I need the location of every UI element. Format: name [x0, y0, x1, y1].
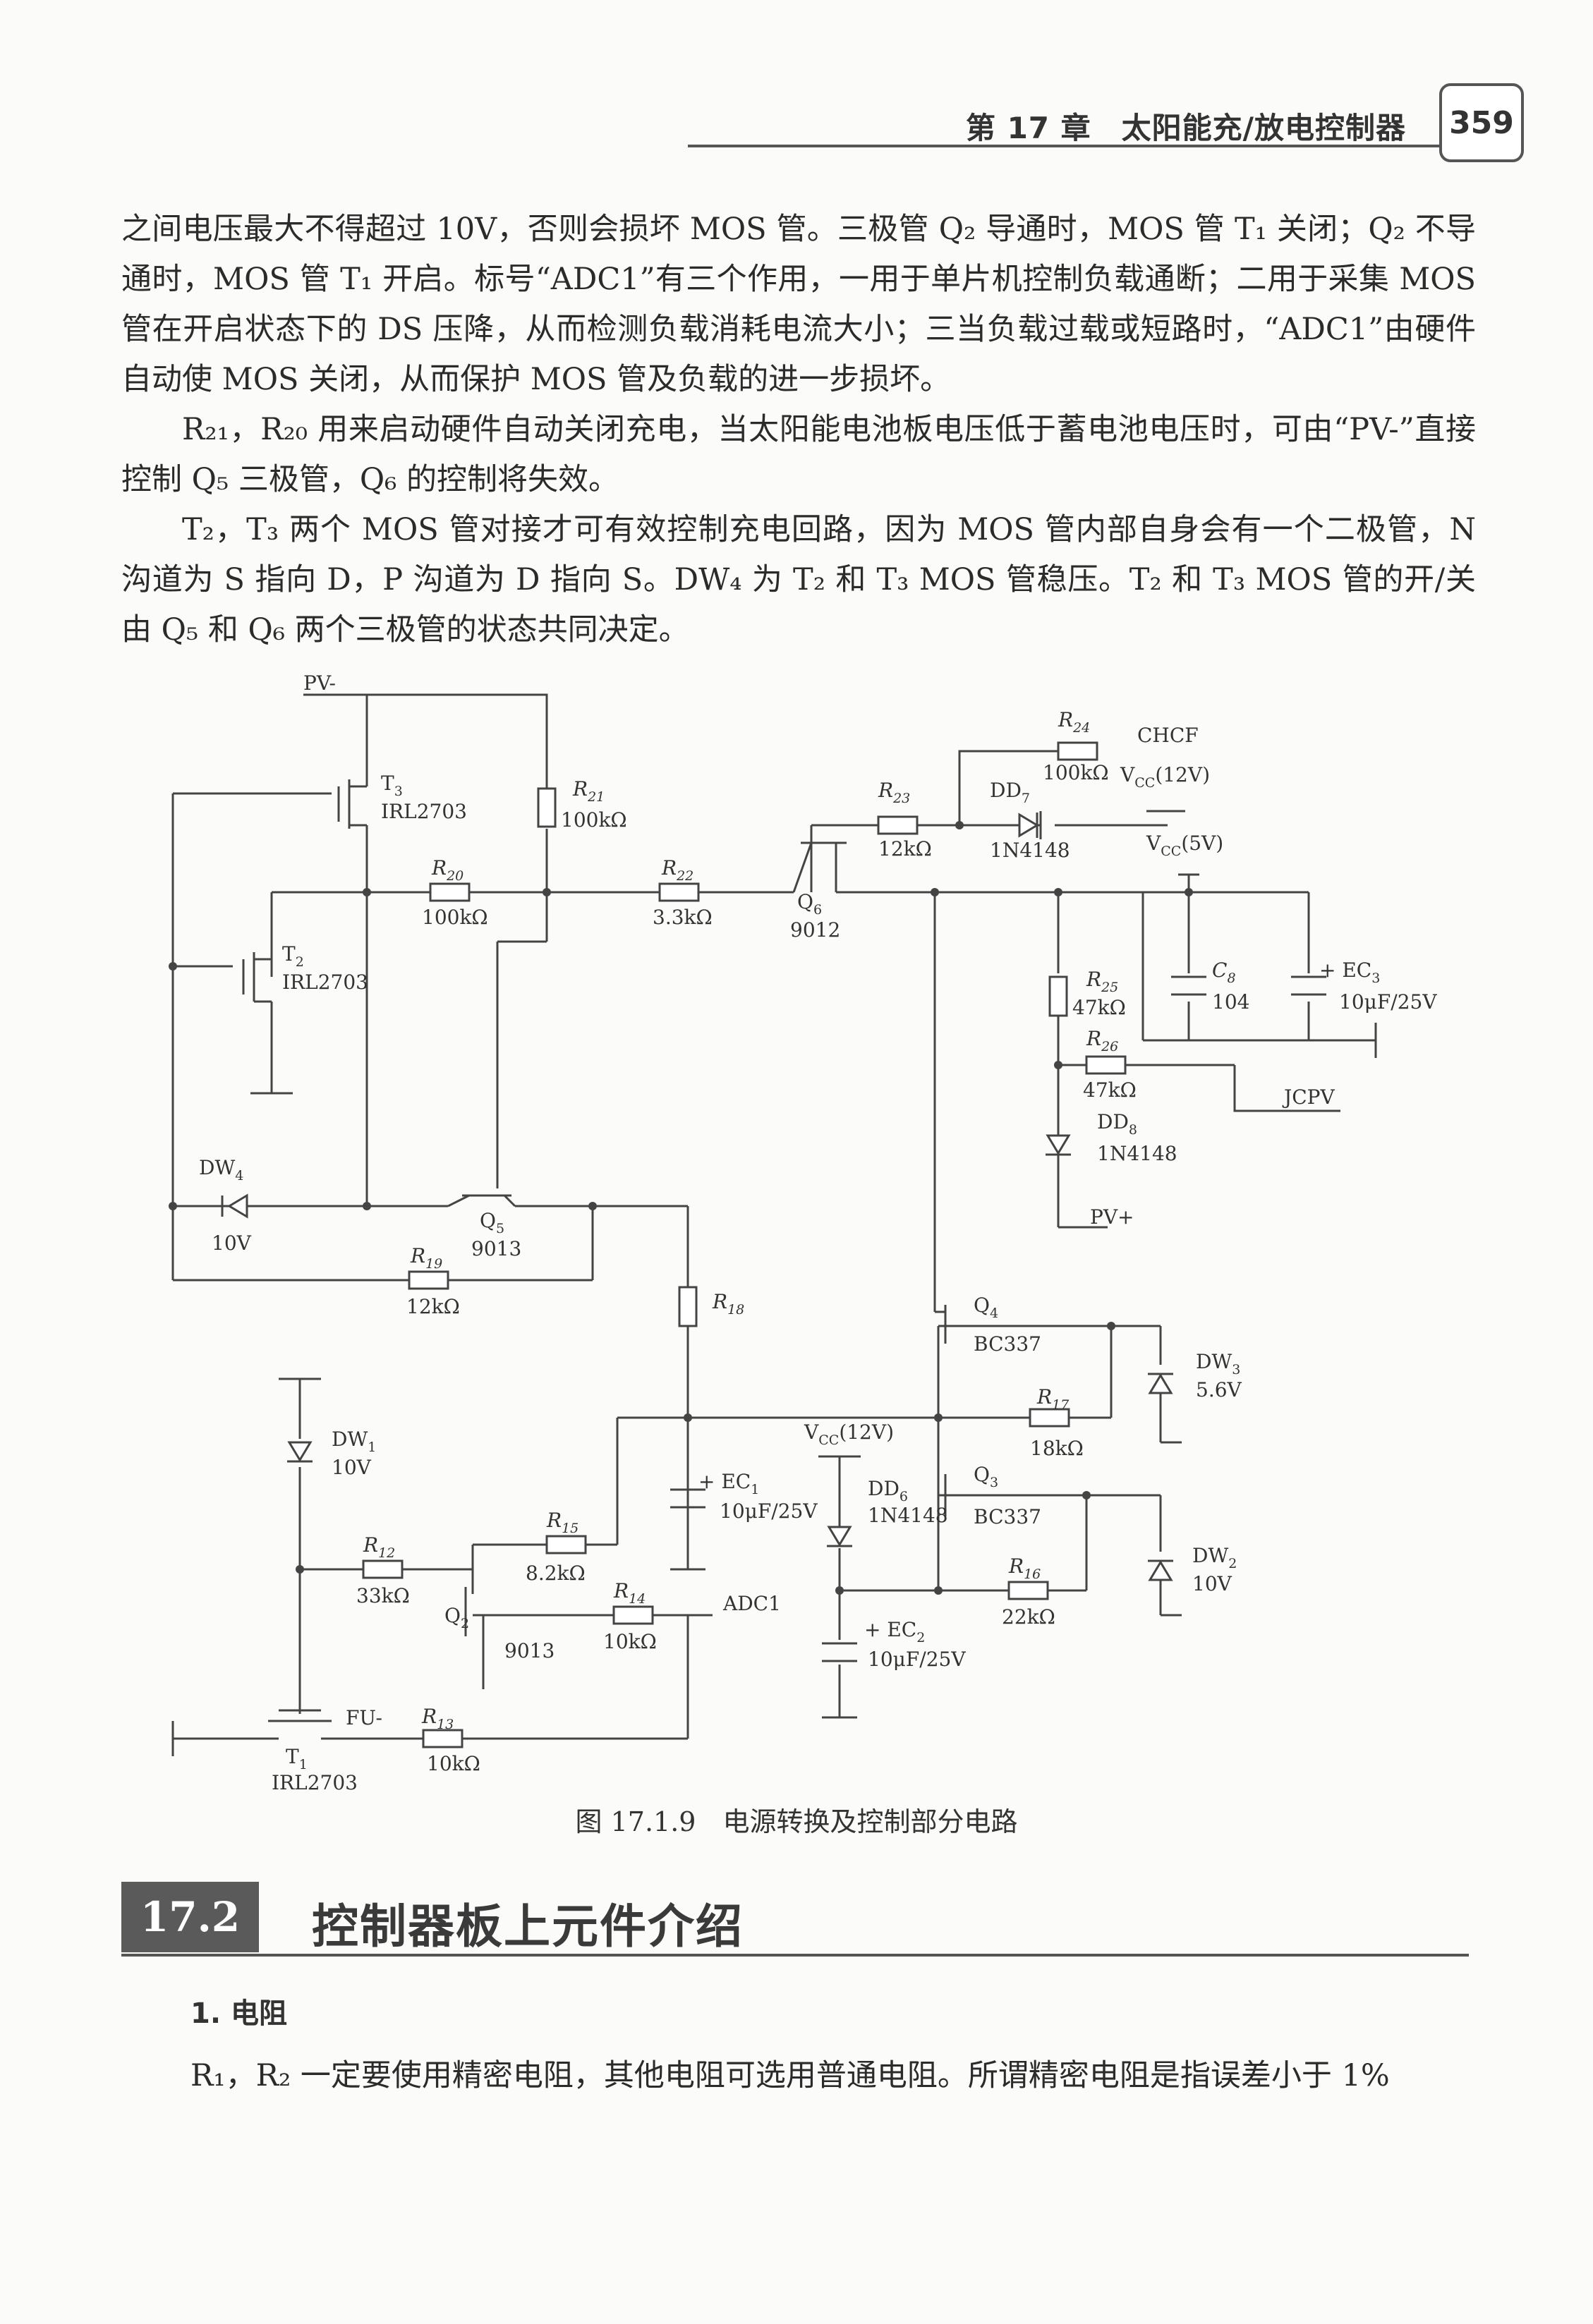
- svg-text:R20: R20: [431, 856, 464, 884]
- svg-text:R13: R13: [421, 1705, 454, 1732]
- svg-text:DW1: DW1: [332, 1428, 376, 1455]
- svg-text:+ EC1: + EC1: [698, 1470, 759, 1497]
- paragraph-1: 之间电压最大不得超过 10V，否则会损坏 MOS 管。三极管 Q₂ 导通时，MO…: [121, 212, 1476, 397]
- section-rule: [121, 1954, 1469, 1957]
- svg-text:100kΩ: 100kΩ: [561, 808, 627, 832]
- svg-text:10μF/25V: 10μF/25V: [868, 1648, 966, 1671]
- svg-text:8.2kΩ: 8.2kΩ: [526, 1562, 586, 1585]
- svg-text:Q3: Q3: [974, 1463, 998, 1490]
- capacitors: [670, 975, 1326, 1662]
- svg-text:VCC(5V): VCC(5V): [1146, 832, 1223, 859]
- svg-text:3.3kΩ: 3.3kΩ: [653, 906, 713, 929]
- figure-caption: 图 17.1.9 电源转换及控制部分电路: [575, 1806, 1018, 1837]
- svg-text:R14: R14: [613, 1579, 646, 1607]
- svg-text:BC337: BC337: [974, 1505, 1041, 1528]
- svg-text:T1: T1: [286, 1745, 308, 1772]
- svg-text:R22: R22: [661, 856, 693, 884]
- paragraph-3: T₂，T₃ 两个 MOS 管对接才可有效控制充电回路，因为 MOS 管内部自身会…: [121, 512, 1476, 647]
- page-number: 359: [1439, 83, 1524, 162]
- svg-text:12kΩ: 12kΩ: [878, 837, 932, 860]
- svg-text:PV+: PV+: [1090, 1205, 1134, 1229]
- svg-text:12kΩ: 12kΩ: [406, 1295, 460, 1318]
- svg-text:Q4: Q4: [974, 1294, 998, 1321]
- subheading: 1. 电阻: [190, 1997, 287, 2030]
- svg-text:VCC(12V): VCC(12V): [804, 1420, 894, 1448]
- body-text: 之间电压最大不得超过 10V，否则会损坏 MOS 管。三极管 Q₂ 导通时，MO…: [121, 205, 1476, 655]
- svg-text:R21: R21: [572, 777, 605, 805]
- svg-text:DD7: DD7: [990, 779, 1030, 806]
- paragraph-2: R₂₁，R₂₀ 用来启动硬件自动关闭充电，当太阳能电池板电压低于蓄电池电压时，可…: [121, 412, 1476, 497]
- svg-text:Q2: Q2: [444, 1604, 469, 1631]
- svg-text:100kΩ: 100kΩ: [422, 906, 488, 929]
- svg-text:C8: C8: [1212, 959, 1236, 986]
- svg-text:T3: T3: [381, 772, 403, 799]
- component-labels: PV- T3 IRL2703 R21 100kΩ R24 100kΩ CHCF …: [199, 671, 1437, 1794]
- svg-text:R15: R15: [546, 1509, 579, 1536]
- svg-text:10V: 10V: [212, 1231, 252, 1255]
- svg-text:IRL2703: IRL2703: [282, 971, 368, 994]
- svg-text:5.6V: 5.6V: [1196, 1378, 1242, 1401]
- resistors: [362, 741, 1127, 1748]
- svg-text:R17: R17: [1036, 1385, 1070, 1413]
- svg-text:Q6: Q6: [797, 890, 822, 918]
- svg-text:+ EC3: + EC3: [1319, 959, 1380, 986]
- svg-text:IRL2703: IRL2703: [381, 800, 467, 823]
- svg-text:JCPV: JCPV: [1282, 1085, 1335, 1109]
- svg-text:DW2: DW2: [1192, 1544, 1237, 1571]
- svg-text:9013: 9013: [471, 1237, 521, 1260]
- svg-text:R18: R18: [712, 1290, 744, 1318]
- svg-text:10kΩ: 10kΩ: [427, 1752, 480, 1775]
- svg-text:T2: T2: [282, 942, 304, 970]
- svg-text:FU-: FU-: [346, 1706, 382, 1729]
- svg-text:CHCF: CHCF: [1137, 724, 1199, 747]
- svg-text:ADC1: ADC1: [722, 1592, 781, 1615]
- svg-text:9012: 9012: [790, 918, 840, 942]
- svg-text:DW3: DW3: [1196, 1350, 1240, 1377]
- svg-text:DD8: DD8: [1097, 1110, 1137, 1138]
- paragraph-4: R₁，R₂ 一定要使用精密电阻，其他电阻可选用普通电阻。所谓精密电阻是指误差小于…: [190, 2058, 1390, 2093]
- svg-text:R26: R26: [1086, 1027, 1118, 1054]
- svg-text:R24: R24: [1058, 708, 1090, 736]
- section-title: 控制器板上元件介绍: [312, 1899, 744, 1954]
- section-number: 17.2: [121, 1882, 259, 1952]
- wires: [171, 693, 1377, 1756]
- svg-text:R25: R25: [1086, 968, 1118, 995]
- svg-text:R16: R16: [1008, 1555, 1041, 1582]
- svg-text:10μF/25V: 10μF/25V: [1339, 990, 1437, 1014]
- svg-text:VCC(12V): VCC(12V): [1120, 763, 1210, 791]
- svg-text:10V: 10V: [332, 1456, 372, 1479]
- svg-text:10V: 10V: [1192, 1572, 1232, 1595]
- svg-text:R19: R19: [410, 1244, 442, 1272]
- chapter-title: 第 17 章 太阳能充/放电控制器: [965, 111, 1406, 145]
- svg-text:1N4148: 1N4148: [990, 839, 1070, 862]
- svg-text:Q5: Q5: [480, 1209, 504, 1236]
- svg-text:10μF/25V: 10μF/25V: [720, 1499, 818, 1523]
- svg-text:R12: R12: [363, 1533, 395, 1561]
- svg-text:33kΩ: 33kΩ: [356, 1584, 410, 1607]
- svg-text:R23: R23: [878, 779, 910, 806]
- svg-text:DW4: DW4: [199, 1156, 243, 1184]
- circuit-diagram: PV- T3 IRL2703 R21 100kΩ R24 100kΩ CHCF …: [169, 671, 1437, 1794]
- svg-text:104: 104: [1212, 990, 1249, 1014]
- section-heading: 17.2 控制器板上元件介绍: [121, 1882, 1469, 1957]
- svg-text:+ EC2: + EC2: [864, 1618, 925, 1645]
- svg-text:18kΩ: 18kΩ: [1030, 1437, 1084, 1460]
- svg-text:DD6: DD6: [868, 1477, 908, 1504]
- diodes: [227, 813, 1173, 1581]
- svg-text:BC337: BC337: [974, 1332, 1041, 1356]
- svg-text:IRL2703: IRL2703: [272, 1771, 358, 1794]
- svg-text:47kΩ: 47kΩ: [1083, 1078, 1137, 1102]
- svg-text:1N4148: 1N4148: [868, 1504, 948, 1527]
- svg-text:100kΩ: 100kΩ: [1043, 761, 1109, 784]
- svg-text:10kΩ: 10kΩ: [603, 1630, 657, 1653]
- page-header: 第 17 章 太阳能充/放电控制器 359: [0, 0, 1593, 169]
- svg-text:9013: 9013: [504, 1639, 555, 1662]
- junction-dots: [169, 821, 1193, 1595]
- svg-text:47kΩ: 47kΩ: [1072, 996, 1126, 1019]
- svg-text:22kΩ: 22kΩ: [1002, 1605, 1055, 1629]
- svg-text:1N4148: 1N4148: [1097, 1142, 1177, 1165]
- header-rule: [688, 145, 1439, 147]
- transistors: [242, 779, 947, 1722]
- label-pv-minus: PV-: [303, 671, 336, 695]
